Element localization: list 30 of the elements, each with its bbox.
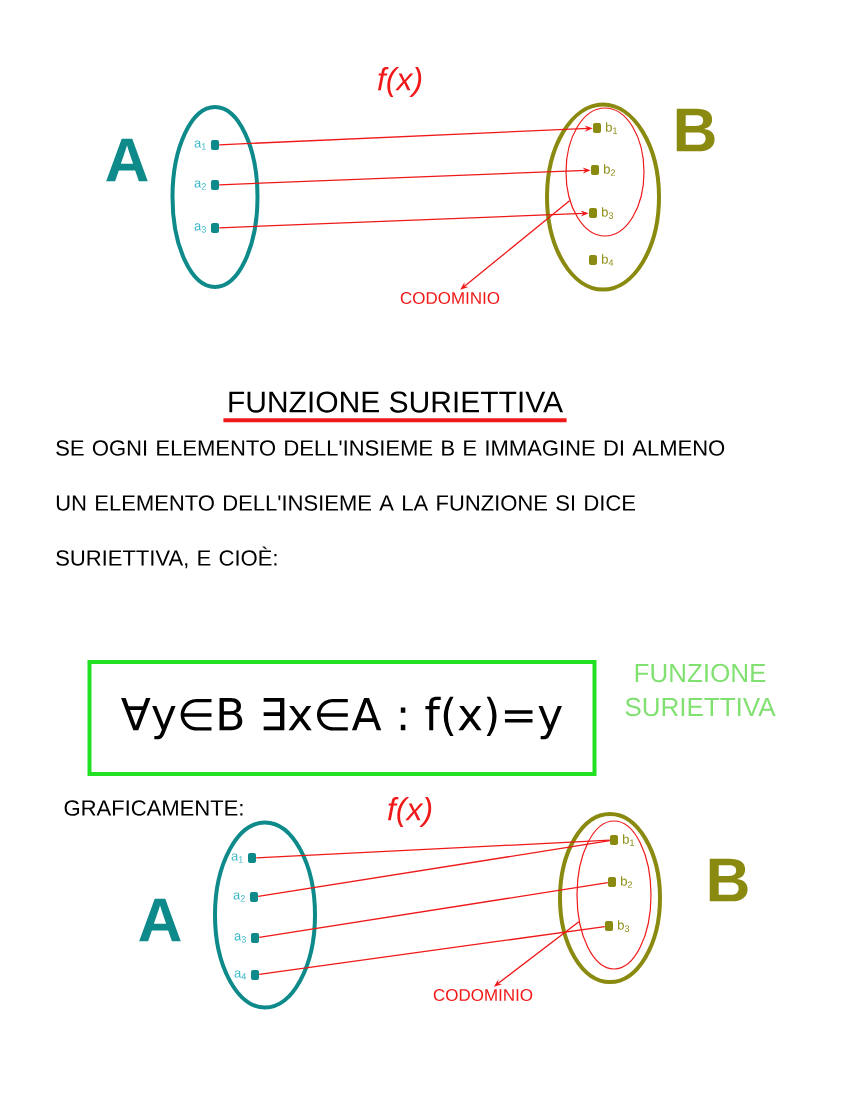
set-label: B: [709, 858, 748, 902]
element-label: a$_{1}$: [194, 140, 206, 150]
element-label: a$_{2}$: [194, 180, 206, 190]
title: FUNZIONE SURIETTIVA: [229, 391, 563, 413]
element-label: b$_{2}$: [621, 876, 633, 888]
element-label: b$_{1}$: [606, 122, 618, 134]
element-label: b$_{4}$: [602, 254, 614, 266]
codomain-label: CODOMINIO: [400, 292, 500, 305]
element-label: b$_{3}$: [618, 920, 630, 932]
set-label: A: [106, 138, 148, 182]
formula-box: ∀y∈B ∃x∈A : f(x)=y: [87, 660, 597, 776]
element-label: a$_{4}$: [234, 970, 247, 980]
definition-text: SE OGNI ELEMENTO DELL'INSIEME B E IMMAGINE DI ALMENO UN ELEMENTO DELL'INSIEME A LA FUNZIONE SI DICE SURIETTIVA, E CIOÈ:: [56, 440, 725, 569]
element-label: a$_{1}$: [231, 853, 243, 863]
arrow: [460, 200, 571, 290]
function-label: f(x): [378, 67, 422, 97]
element-label: a$_{3}$: [234, 933, 246, 943]
element-label: a$_{2}$: [233, 892, 245, 902]
codomain-label: CODOMINIO: [433, 989, 533, 1002]
function-label: f(x): [388, 797, 432, 827]
set-label: A: [139, 898, 181, 942]
element-label: b$_{2}$: [604, 164, 615, 176]
codomain-ellipse: [576, 820, 652, 970]
codomain-ellipse: [565, 107, 645, 237]
element-label: a$_{3}$: [194, 223, 206, 233]
set-label: B: [676, 108, 715, 152]
section-label: GRAFICAMENTE:: [64, 800, 243, 816]
element-label: b$_{1}$: [623, 834, 635, 846]
element-label: b$_{3}$: [602, 207, 614, 219]
side-note: FUNZIONE SURIETTIVA: [625, 663, 776, 717]
